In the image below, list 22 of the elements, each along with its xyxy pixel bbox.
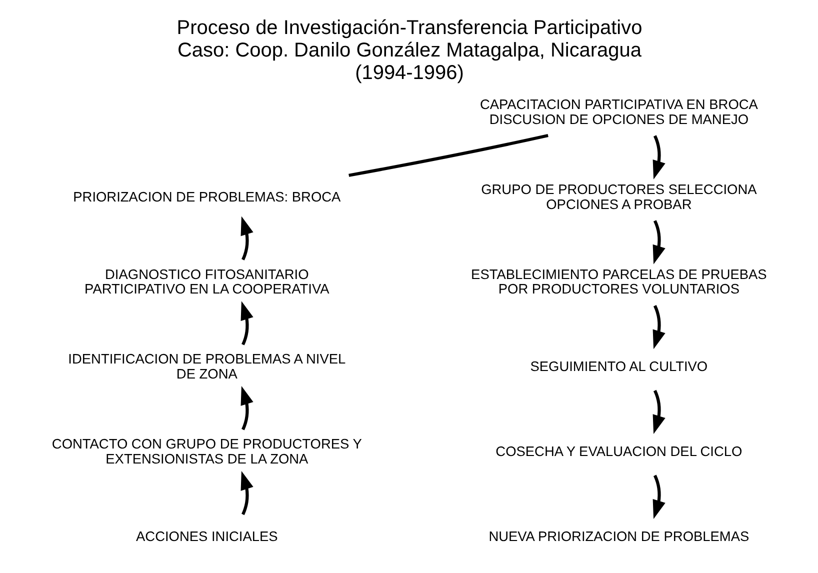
diagram-title: Proceso de Investigación-Transferencia Participativo Caso: Coop. Danilo González Matagalpa, Nicaragua (1994-1996) [176,17,642,84]
node-text: SEGUIMIENTO AL CULTIVO [530,359,708,374]
arrow [652,220,665,264]
arrow [652,474,665,519]
arrow [240,470,253,516]
node-text: PRIORIZACION DE PROBLEMAS: BROCA [72,189,340,204]
arrow [240,216,253,260]
arrow [240,301,253,346]
node-text: ACCIONES INICIALES [136,528,278,544]
node-text: DIAGNOSTICO FITOSANITARIO PARTICIPATIVO EN LA COOPERATIVA [84,266,329,297]
node-text: IDENTIFICACION DE PROBLEMAS A NIVEL DE ZONA [68,352,346,382]
arrow [652,390,665,434]
node-text: CONTACTO CON GRUPO DE PRODUCTORES Y EXTENSIONISTAS DE LA ZONA [51,436,362,467]
node-text: COSECHA Y EVALUACION DEL CICLO [495,444,742,460]
node-text: CAPACITACION PARTICIPATIVA EN BROCA DISCUSION DE OPCIONES DE MANEJO [479,96,758,127]
arrow [240,386,253,430]
arrow [652,135,665,180]
node-text: GRUPO DE PRODUCTORES SELECCIONA OPCIONES A PROBAR [480,182,756,212]
node-text: ESTABLECIMIENTO PARCELAS DE PRUEBAS POR PRODUCTORES VOLUNTARIOS [470,266,766,297]
node-text: NUEVA PRIORIZACION DE PROBLEMAS [488,528,749,544]
arrow [652,305,665,350]
connector [348,134,548,177]
